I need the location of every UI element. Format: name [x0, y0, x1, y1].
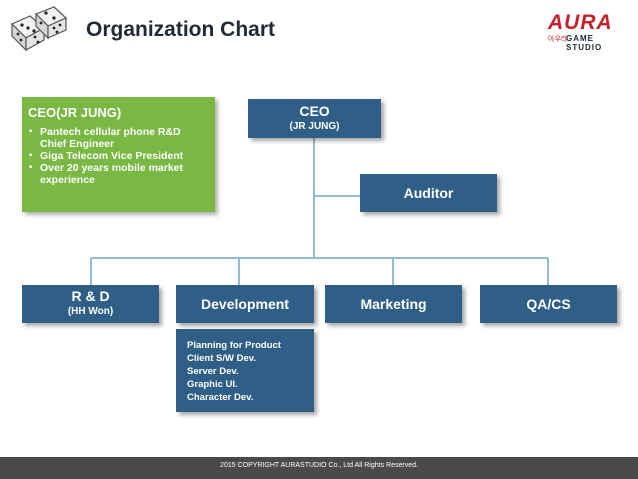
logo-brand: AURA — [548, 11, 613, 34]
logo-mark: 아우라 — [548, 36, 568, 43]
profile-item: Giga Telecom Vice President — [28, 150, 209, 162]
aura-logo: AURA 아우라 GAME STUDIO — [548, 11, 632, 53]
department-title: R & D — [71, 288, 110, 304]
task-item: Graphic UI. — [187, 379, 238, 390]
ceo-title: CEO — [299, 103, 330, 119]
department-title: Development — [201, 296, 289, 312]
auditor-box: Auditor — [360, 174, 497, 212]
task-item: Client S/W Dev. — [187, 353, 256, 364]
profile-item: Over 20 years mobile market experience — [28, 162, 209, 186]
department-head: (HH Won) — [67, 306, 114, 317]
task-item: Character Dev. — [187, 392, 254, 403]
profile-heading: CEO(JR JUNG) — [28, 105, 122, 120]
task-item: Planning for Product — [187, 340, 281, 351]
profile-item: Pantech cellular phone R&D Chief Enginee… — [28, 126, 209, 150]
ceo-name: (JR JUNG) — [289, 121, 340, 132]
ceo-box: CEO (JR JUNG) — [248, 99, 381, 138]
department-qacs: QA/CS — [480, 285, 617, 323]
footer-bar: 2015 COPYRIGHT AURASTUDIO Co., Ltd All R… — [0, 457, 638, 479]
auditor-label: Auditor — [403, 185, 454, 201]
department-marketing: Marketing — [325, 285, 462, 323]
task-item: Server Dev. — [187, 366, 239, 377]
ceo-profile-card: CEO(JR JUNG) Pantech cellular phone R&D … — [22, 97, 215, 212]
dice-icon — [10, 6, 68, 52]
copyright-text: 2015 COPYRIGHT AURASTUDIO Co., Ltd All R… — [220, 462, 418, 469]
department-rnd: R & D (HH Won) — [22, 285, 159, 323]
department-development: Development — [176, 285, 314, 323]
profile-list: Pantech cellular phone R&D Chief Enginee… — [28, 126, 209, 186]
page-title: Organization Chart — [86, 18, 276, 41]
logo-subtitle: GAME STUDIO — [566, 34, 603, 52]
department-title: QA/CS — [526, 296, 571, 312]
development-task-list: Planning for Product Client S/W Dev. Ser… — [176, 329, 314, 412]
department-title: Marketing — [360, 296, 427, 312]
